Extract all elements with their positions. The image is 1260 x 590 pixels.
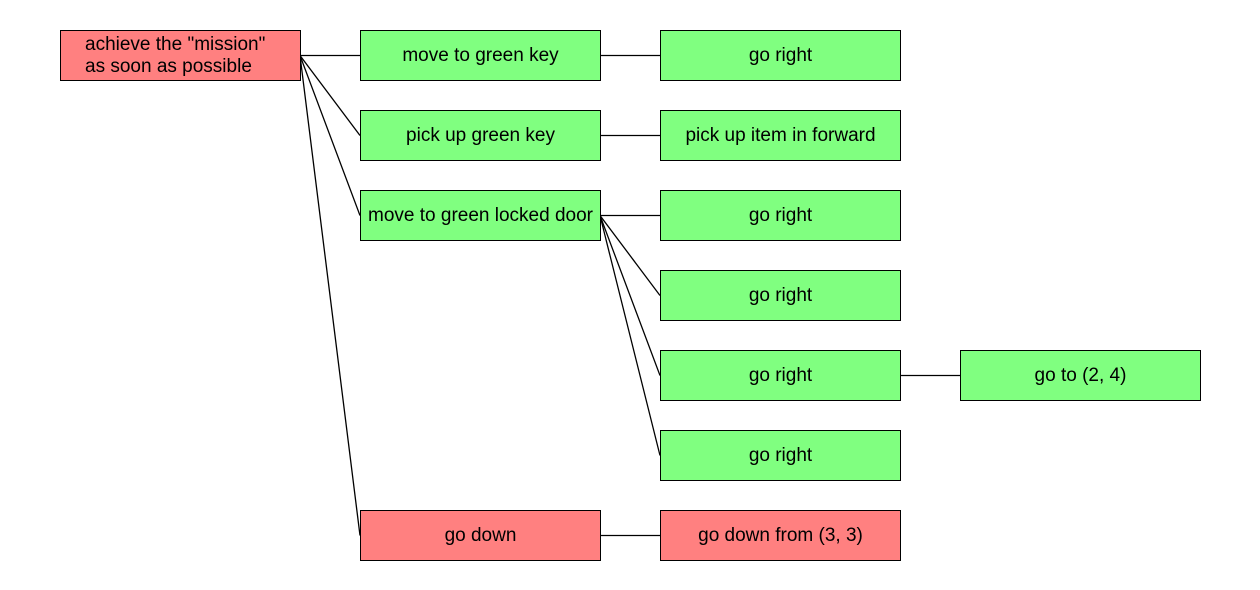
subgoal-node-go-down: go down — [360, 510, 601, 561]
subgoal-node-move-to-green-key: move to green key — [360, 30, 601, 81]
action-node-go-down-from-3-3: go down from (3, 3) — [660, 510, 901, 561]
edge-c-c4 — [599, 215, 661, 456]
action-node-pick-up-item-in-forward: pick up item in forward — [660, 110, 901, 161]
edge-c-c2 — [599, 215, 661, 296]
edge-root-c — [299, 55, 361, 216]
edge-root-b — [299, 55, 361, 136]
action-node-go-right: go right — [660, 30, 901, 81]
node-label: move to green locked door — [368, 204, 593, 226]
edge-root-d — [299, 55, 361, 536]
node-label: go right — [748, 44, 813, 66]
action-node-go-to-2-4: go to (2, 4) — [960, 350, 1201, 401]
node-label: pick up item in forward — [685, 124, 876, 146]
edge-c-c3 — [599, 215, 661, 376]
root-goal-label-line2: as soon as possible — [85, 55, 252, 77]
node-label: go right — [748, 364, 813, 386]
subgoal-node-move-to-green-locked-door: move to green locked door — [360, 190, 601, 241]
action-node-go-right: go right — [660, 270, 901, 321]
subgoal-node-pick-up-green-key: pick up green key — [360, 110, 601, 161]
action-node-go-right: go right — [660, 350, 901, 401]
action-node-go-right: go right — [660, 190, 901, 241]
node-label: go right — [748, 204, 813, 226]
root-goal-label-line1: achieve the "mission" — [85, 33, 266, 55]
node-label: go right — [748, 444, 813, 466]
root-goal-node: achieve the "mission" as soon as possibl… — [60, 30, 301, 81]
node-label: go to (2, 4) — [1034, 364, 1127, 386]
node-label: move to green key — [402, 44, 559, 66]
node-label: go down — [444, 524, 517, 546]
node-label: pick up green key — [406, 124, 555, 146]
node-label: go down from (3, 3) — [698, 524, 863, 546]
node-label: go right — [748, 284, 813, 306]
action-node-go-right: go right — [660, 430, 901, 481]
